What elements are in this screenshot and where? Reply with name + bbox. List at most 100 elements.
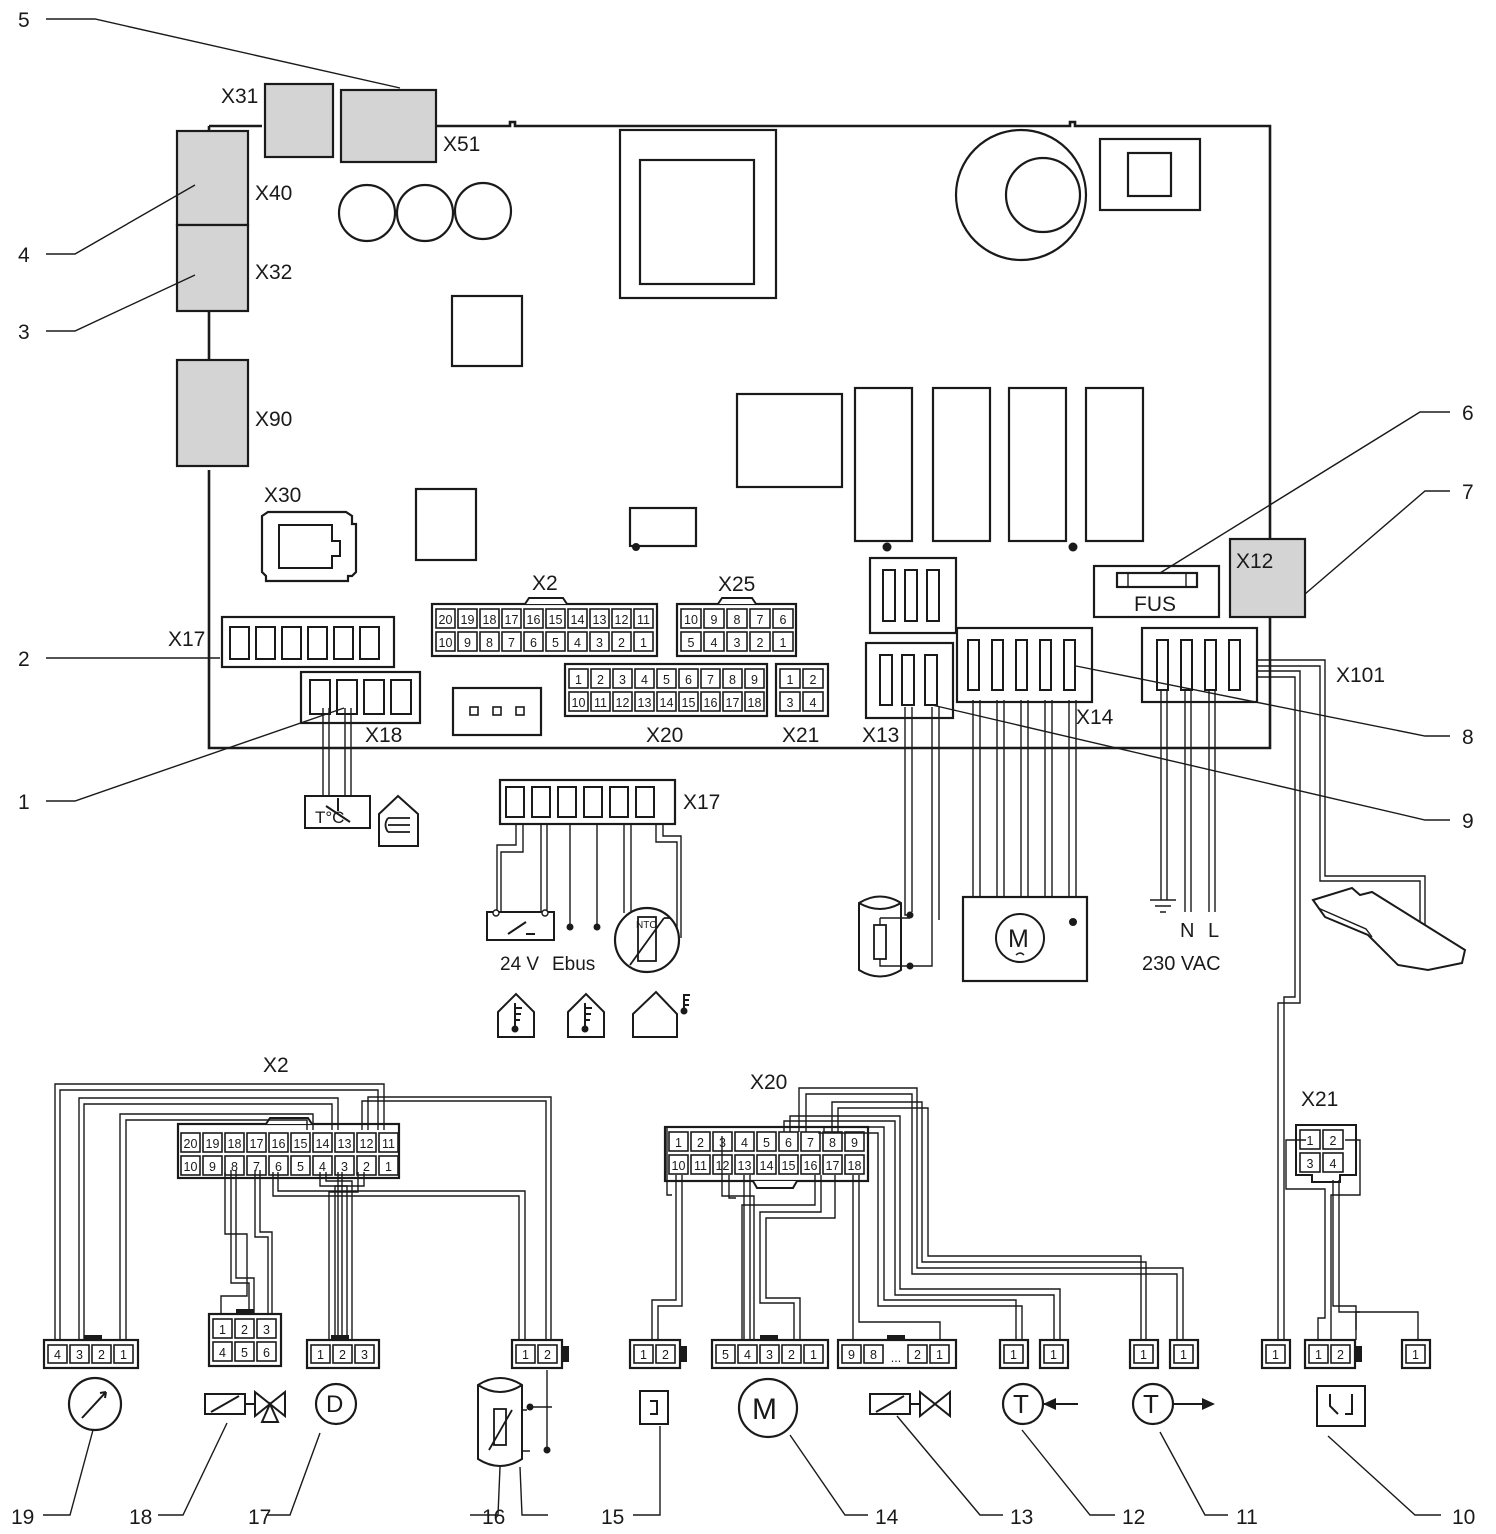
three-way-top-pin-label: 2 <box>241 1323 248 1337</box>
callout-14: 14 <box>875 1506 899 1529</box>
callout-10: 10 <box>1452 1506 1475 1529</box>
x18-board-cell <box>336 679 358 715</box>
x2-ext-bot-pin-label: 6 <box>275 1160 282 1174</box>
three-way-bot-pin: 5 <box>234 1341 255 1362</box>
x20-top-pin-label: 1 <box>575 673 582 687</box>
label-x17-ext: X17 <box>683 791 720 814</box>
label-230vac: 230 VAC <box>1142 953 1221 975</box>
x2-ext-top-pin: 17 <box>246 1132 267 1153</box>
x20-bot-pin-label: 11 <box>594 696 607 710</box>
x17-ext-cell <box>583 786 603 818</box>
x2-bot-pin-label: 4 <box>574 636 581 650</box>
pump-label: M <box>752 1393 777 1426</box>
x20-bot-pin: 15 <box>678 691 699 712</box>
x17-external: 24 V Ebus NTC <box>486 778 682 975</box>
label-x20-ext: X20 <box>750 1071 787 1094</box>
x25-bot-pin: 5 <box>680 631 702 652</box>
callout-18: 18 <box>129 1506 152 1529</box>
x2-ext-bot-pin-label: 5 <box>297 1160 304 1174</box>
x2-ext-bot-pin-label: 8 <box>231 1160 238 1174</box>
x2-bot-pin: 3 <box>589 631 610 652</box>
connector-pressure-gauge-pin: 4 <box>47 1344 68 1364</box>
x20-top-pin-label: 2 <box>597 673 604 687</box>
x25-bot-pin: 2 <box>749 631 771 652</box>
x21-ext-bot-pin-label: 3 <box>1307 1157 1314 1171</box>
x2-ext-top-pin-label: 14 <box>316 1137 330 1151</box>
fuse <box>1115 571 1199 589</box>
gas-valve-b-pin-label: 2 <box>914 1348 921 1362</box>
x20-bot-pin: 12 <box>612 691 633 712</box>
connector-pressure-gauge-pin-label: 3 <box>76 1348 83 1362</box>
x2-top-pin-label: 14 <box>571 613 585 627</box>
x2-bot-pin-label: 2 <box>618 636 625 650</box>
x17-board-cell <box>255 626 276 660</box>
x20-bot-pin-label: 17 <box>726 696 740 710</box>
x20-top-pin: 8 <box>722 668 743 689</box>
temp-return-label: T <box>1013 1389 1029 1419</box>
connector-x18-board <box>299 670 422 725</box>
label-24v: 24 V <box>500 954 539 975</box>
gas-valve-icon <box>869 1389 951 1419</box>
x2-bot-pin: 10 <box>435 631 456 652</box>
x20-ext-bot-pin: 10 <box>668 1154 689 1175</box>
thermostat-symbol: T°C <box>304 708 419 847</box>
label-x32: X32 <box>255 261 292 284</box>
x21-ext-top-pin-label: 1 <box>1307 1134 1314 1148</box>
x25-bot-pin-label: 1 <box>780 636 787 650</box>
label-x25: X25 <box>718 573 755 596</box>
x17-board-cell <box>359 626 380 660</box>
x25-top-pin-label: 8 <box>734 613 741 627</box>
x2-bot-pin-label: 1 <box>640 636 647 650</box>
x2-top-pin: 11 <box>633 608 654 629</box>
relay-dot-2 <box>1068 542 1078 552</box>
x17-ext-cell <box>505 786 525 818</box>
callout-12: 12 <box>1122 1506 1145 1529</box>
three-way-bot-pin-label: 6 <box>263 1346 270 1360</box>
x20-ext-bot-pin: 13 <box>734 1154 755 1175</box>
x2-top-pin-label: 12 <box>615 613 629 627</box>
x2-ext-top-pin: 11 <box>378 1132 399 1153</box>
buzzer-inner <box>1004 156 1082 234</box>
x2-ext-bot-pin: 2 <box>356 1155 377 1176</box>
connector-x13-upper-pin-3 <box>926 569 940 622</box>
callout-3: 3 <box>18 321 30 344</box>
x17-board-cell <box>229 626 250 660</box>
x2-ext-bot-pin: 5 <box>290 1155 311 1176</box>
x20-ext-bot-pin: 11 <box>690 1154 711 1175</box>
connector-pump-pin: 3 <box>759 1344 780 1364</box>
x2-ext-top-pin: 16 <box>268 1132 289 1153</box>
connector-pressure-gauge-pin-label: 2 <box>98 1348 105 1362</box>
x2-ext-top-pin: 18 <box>224 1132 245 1153</box>
x20-ext-top-pin: 6 <box>778 1131 799 1152</box>
x2-bot-pin: 1 <box>633 631 654 652</box>
connector-flue-sensor-pin: 1 <box>515 1344 536 1364</box>
x20-ext-top-pin-label: 2 <box>697 1136 704 1150</box>
x20-ext-bot-pin: 17 <box>822 1154 843 1175</box>
connector-x40 <box>175 129 250 227</box>
callout-8: 8 <box>1462 726 1474 749</box>
connector-pressure-switch-pin: 2 <box>1330 1344 1351 1364</box>
x2-ext-bot-pin: 9 <box>202 1155 223 1176</box>
x20-ext-bot-pin-label: 15 <box>782 1159 796 1173</box>
connector-x21-end-pin-label: 1 <box>1412 1348 1419 1362</box>
connector-x2 <box>430 602 659 658</box>
connector-pump-pin: 4 <box>737 1344 758 1364</box>
pcb-outline <box>207 120 1272 750</box>
gas-valve-a-pin-label: 9 <box>848 1348 855 1362</box>
flow-sensor-label: D <box>326 1391 343 1418</box>
x2-bot-pin-label: 7 <box>508 636 515 650</box>
chip-1 <box>450 294 524 368</box>
connector-pump-pin-label: 5 <box>722 1348 729 1362</box>
x2-top-pin: 13 <box>589 608 610 629</box>
callout-15: 15 <box>601 1506 624 1529</box>
x21-ext-top-pin-label: 2 <box>1330 1134 1337 1148</box>
x20-top-pin: 1 <box>568 668 589 689</box>
x2-top-pin: 20 <box>435 608 456 629</box>
label-x101: X101 <box>1336 664 1385 687</box>
x2-bot-pin-label: 9 <box>464 636 471 650</box>
connector-temp-flow-b-pin-label: 1 <box>1180 1348 1187 1362</box>
x2-bot-pin: 5 <box>545 631 566 652</box>
connector-x30 <box>260 510 358 583</box>
x2-bot-pin: 9 <box>457 631 478 652</box>
